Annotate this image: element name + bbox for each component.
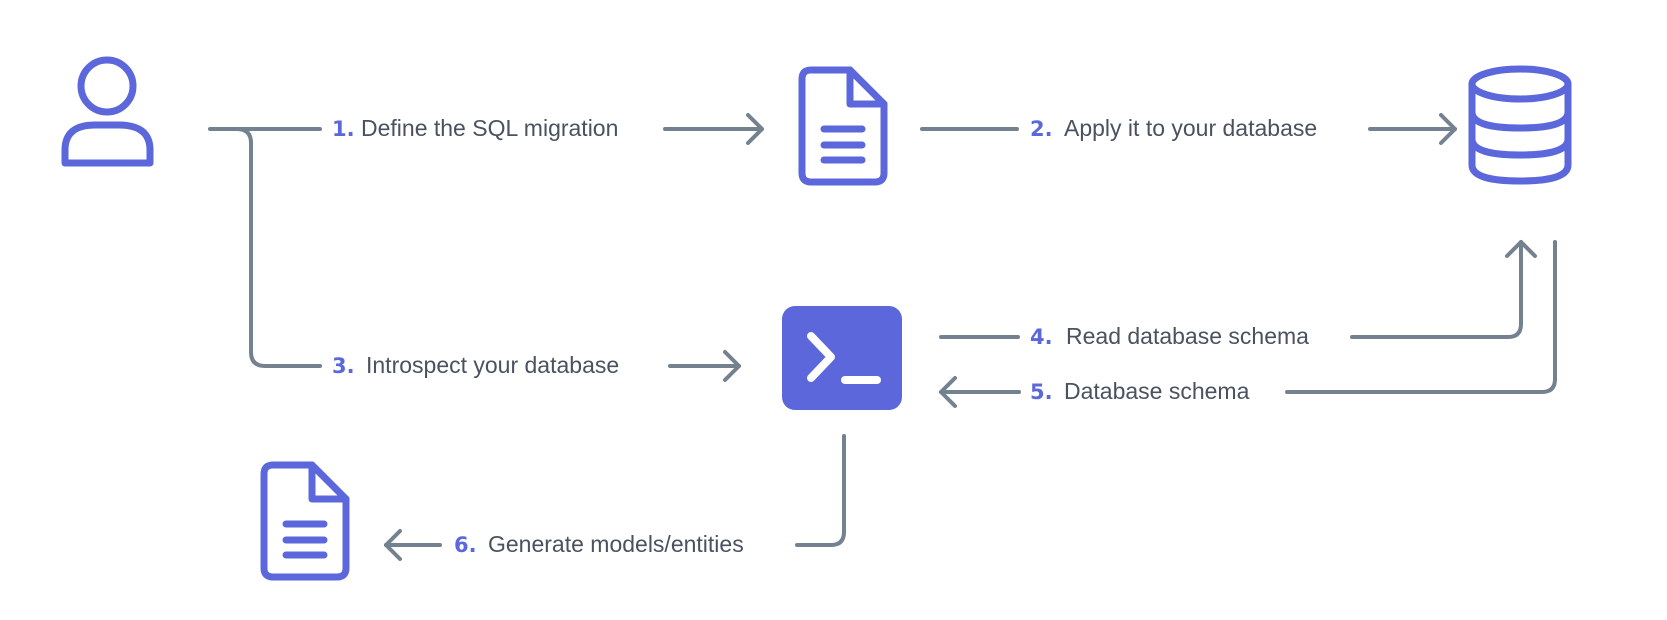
step-text: Read database schema [1066,323,1309,349]
document-icon [260,461,350,581]
connector-step-1 [208,113,764,145]
connector-step-2 [920,113,1457,145]
connector-step-3 [235,127,741,382]
connector-step-5 [939,240,1557,408]
step-text: Introspect your database [366,352,619,378]
step-number: 4. [1030,325,1053,349]
terminal-icon [782,306,902,410]
database-icon [1468,65,1572,185]
step-label-4: 4. Read database schema [1030,323,1309,349]
step-number: 5. [1030,380,1053,404]
step-number: 3. [332,354,355,378]
step-number: 2. [1030,117,1053,141]
step-text: Define the SQL migration [361,115,618,141]
step-label-6: 6. Generate models/entities [454,531,744,557]
connector-step-6 [384,434,846,561]
step-label-5: 5. Database schema [1030,378,1250,404]
step-label-2: 2. Apply it to your database [1030,115,1317,141]
step-text: Apply it to your database [1064,115,1317,141]
user-icon [61,56,154,167]
step-label-1: 1. Define the SQL migration [332,115,618,141]
step-number: 6. [454,533,477,557]
step-text: Database schema [1064,378,1250,404]
connector-step-4 [939,240,1537,339]
step-label-3: 3. Introspect your database [332,352,619,378]
step-number: 1. [332,117,355,141]
step-text: Generate models/entities [488,531,744,557]
document-icon [798,66,888,186]
